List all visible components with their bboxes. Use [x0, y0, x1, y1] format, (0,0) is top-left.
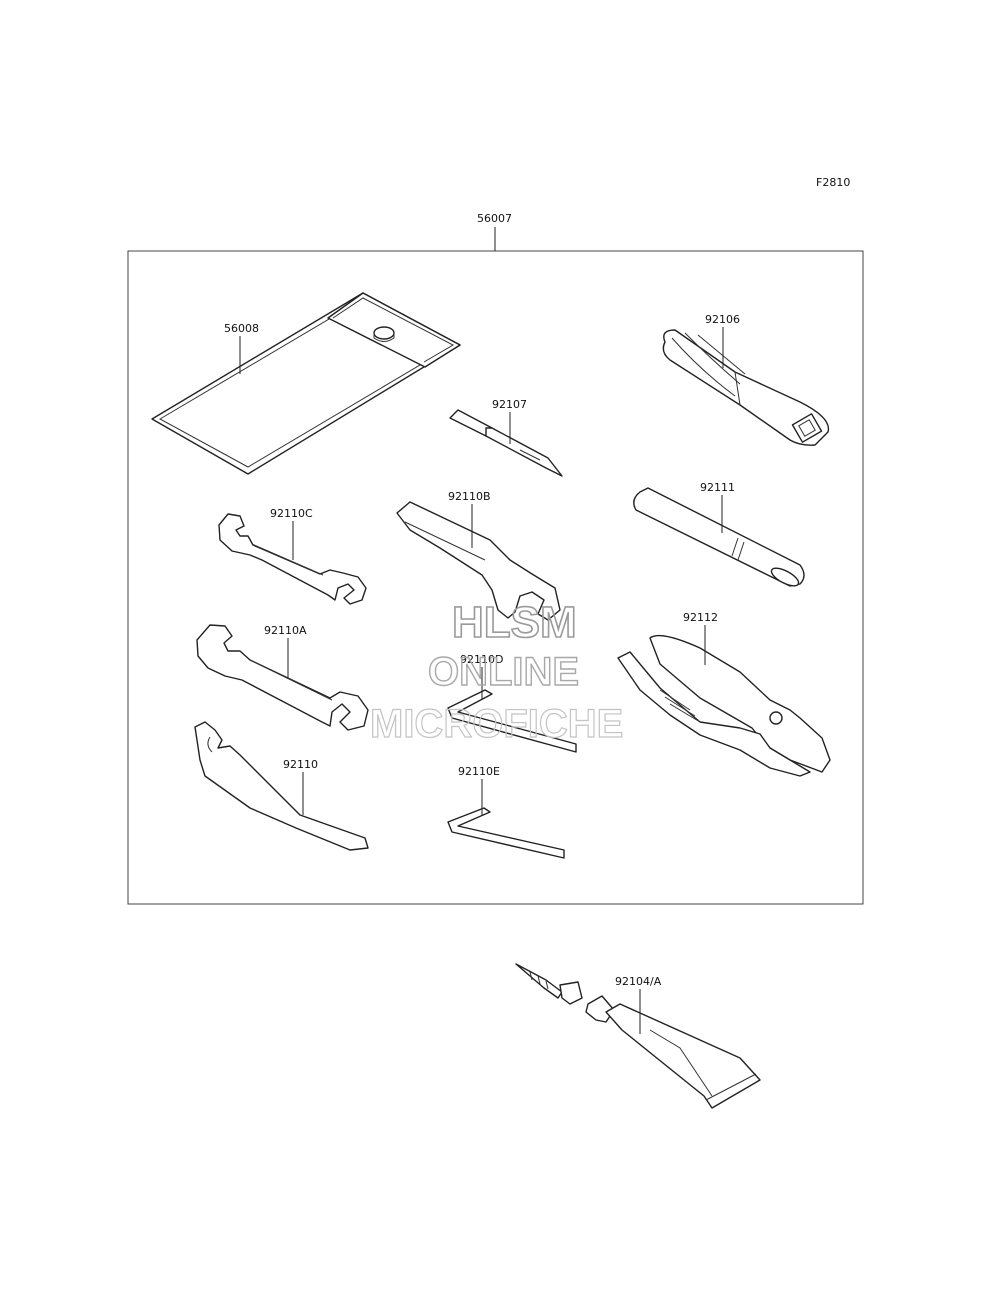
- extension-bar[interactable]: [633, 487, 805, 589]
- kit-label[interactable]: 56007: [477, 212, 512, 225]
- pliers[interactable]: [617, 634, 831, 777]
- part-label-wrench-c[interactable]: 92110C: [270, 507, 313, 520]
- wrench-a[interactable]: [196, 624, 369, 731]
- part-label-wrench-a[interactable]: 92110A: [264, 624, 307, 637]
- figure-code: F2810: [816, 176, 850, 189]
- wrench-c[interactable]: [218, 513, 367, 605]
- part-label-case[interactable]: 56008: [224, 322, 259, 335]
- watermark-line1: HLSM: [452, 598, 577, 647]
- watermark-line2: ONLINE: [428, 650, 579, 694]
- part-label-extension-bar[interactable]: 92111: [700, 481, 735, 494]
- part-label-hook-wrench[interactable]: 92110: [283, 758, 318, 771]
- part-label-wrench-b[interactable]: 92110B: [448, 490, 491, 503]
- part-label-screwdriver-grip[interactable]: 92106: [705, 313, 740, 326]
- part-label-hex-key-d[interactable]: 92110D: [460, 653, 503, 666]
- part-label-hex-key-e[interactable]: 92110E: [458, 765, 500, 778]
- wrench-b[interactable]: [396, 501, 561, 621]
- hook-wrench[interactable]: [194, 721, 369, 851]
- hex-key-d[interactable]: [447, 689, 577, 753]
- screwdriver-bit[interactable]: [449, 409, 563, 477]
- part-label-repair-kit[interactable]: 92104/A: [615, 975, 662, 988]
- part-label-screwdriver-bit[interactable]: 92107: [492, 398, 527, 411]
- repair-kit[interactable]: [515, 963, 761, 1109]
- watermark-line3: MICROFICHE: [370, 702, 623, 746]
- screwdriver-grip[interactable]: [662, 329, 830, 446]
- tool-case[interactable]: [151, 292, 461, 475]
- hex-key-e[interactable]: [447, 807, 565, 859]
- part-label-pliers[interactable]: 92112: [683, 611, 718, 624]
